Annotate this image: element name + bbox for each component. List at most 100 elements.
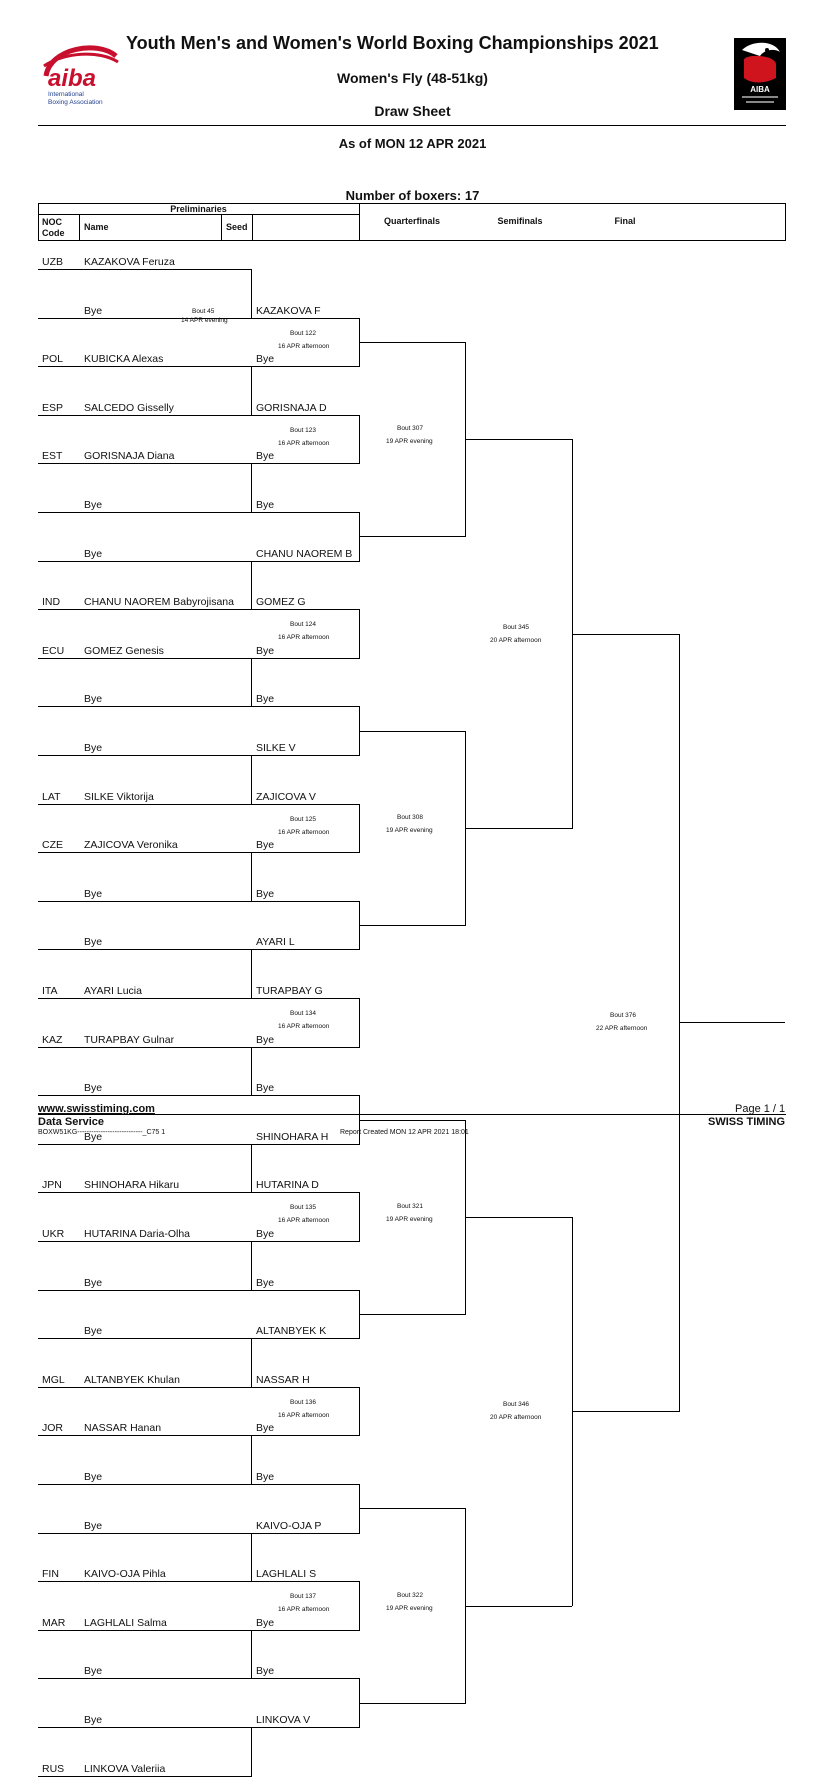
bracket-line: [251, 1241, 359, 1242]
sheet-title: Draw Sheet: [374, 103, 451, 119]
entry-name: SHINOHARA Hikaru: [84, 1179, 180, 1192]
footer-code: BOXW51KG----------------------------_C75…: [38, 1129, 166, 1136]
bracket-line: [251, 1095, 359, 1097]
number-of-boxers: Number of boxers: 17: [345, 188, 480, 203]
r2-top-name: Bye: [256, 1665, 275, 1678]
r2-bottom-name: Bye: [256, 1422, 275, 1435]
bracket-line: [359, 1581, 360, 1631]
bracket-line: [38, 560, 251, 562]
bracket-line: [359, 1119, 465, 1121]
r2-top-name: ZAJICOVA V: [256, 790, 316, 803]
r2-bout-time: 16 APR afternoon: [278, 1411, 330, 1419]
entry-name: Bye: [84, 1130, 103, 1143]
r2-top-name: NASSAR H: [256, 1373, 310, 1386]
r2-bottom-name: KAIVO-OJA P: [256, 1519, 322, 1532]
r2-bout-label: Bout 134: [290, 1010, 317, 1017]
entry-name: GOMEZ Genesis: [84, 644, 164, 657]
bracket-line: [38, 998, 251, 999]
noc-header-line2: Code: [42, 228, 65, 238]
name-header: Name: [84, 222, 109, 232]
footer-created: Report Created MON 12 APR 2021 18:01: [340, 1129, 469, 1136]
bracket-line: [38, 949, 251, 951]
bracket-line: [38, 706, 251, 708]
bracket-line: [465, 439, 572, 441]
bracket-line: [359, 536, 465, 538]
entry-name: KAZAKOVA Feruza: [84, 256, 175, 268]
eagle-logo: AIBA: [734, 38, 786, 110]
bracket-line: [465, 1216, 572, 1218]
final-header: Final: [614, 216, 636, 226]
entry-noc: ECU: [42, 644, 65, 657]
r2-bout-label: Bout 136: [290, 1398, 317, 1406]
entry-name: AYARI Lucia: [84, 985, 142, 997]
bracket-line: [38, 1386, 251, 1388]
r2-bout-label: Bout 123: [290, 426, 317, 434]
entry-noc: LAT: [42, 790, 61, 803]
bracket-line: [38, 317, 251, 319]
r2-bottom-name: AYARI L: [256, 936, 295, 949]
prelim-bout-time: 14 APR evening: [181, 317, 228, 324]
qf-bout-label: Bout 307: [397, 425, 424, 433]
bracket-line: [38, 1532, 251, 1534]
bracket-line: [251, 414, 359, 416]
bracket-line: [38, 755, 251, 756]
seed-header: Seed: [226, 222, 248, 232]
bracket-line: [38, 1629, 251, 1631]
entry-name: Bye: [84, 693, 103, 706]
entry-name: LINKOVA Valeriia: [84, 1762, 166, 1775]
bracket-line: [251, 1629, 359, 1631]
r2-bottom-name: Bye: [256, 353, 275, 366]
qf-bout-time: 19 APR evening: [386, 1604, 433, 1612]
r2-bottom-name: Bye: [256, 644, 275, 657]
bracket-line: [251, 657, 359, 659]
bracket-line: [359, 1313, 465, 1315]
entry-name: Bye: [84, 1471, 103, 1483]
bracket-line: [251, 560, 252, 611]
entry-name: KUBICKA Alexas: [84, 353, 164, 366]
r2-bottom-name: SHINOHARA H: [256, 1130, 329, 1143]
bracket-line: [38, 1678, 251, 1680]
bracket-line: [38, 852, 251, 854]
bracket-line: [251, 317, 359, 319]
header-rule: [38, 125, 786, 126]
entry-noc: EST: [42, 450, 63, 463]
entry-name: ZAJICOVA Veronika: [84, 839, 178, 852]
bracket-line: [38, 366, 251, 368]
bracket-line: [251, 1289, 359, 1291]
r2-bout-label: Bout 124: [290, 621, 317, 629]
bracket-line: [38, 1241, 251, 1242]
bracket-line: [251, 852, 359, 854]
bracket-line: [359, 414, 360, 465]
r2-bottom-name: SILKE V: [256, 742, 296, 754]
entry-noc: KAZ: [42, 1033, 63, 1046]
entry-name: TURAPBAY Gulnar: [84, 1033, 175, 1046]
entry-noc: RUS: [42, 1762, 65, 1775]
sf-bout-label: Bout 345: [503, 623, 530, 631]
entry-noc: MAR: [42, 1616, 66, 1629]
footer-website[interactable]: www.swisstiming.com: [38, 1103, 155, 1115]
bracket-line: [38, 1484, 251, 1485]
bracket-line: [359, 998, 360, 1048]
bracket-line: [572, 633, 679, 635]
r2-top-name: KAZAKOVA F: [256, 304, 321, 317]
entry-noc: IND: [42, 596, 61, 609]
bracket-line: [251, 1435, 252, 1485]
noc-header-line1: NOC: [42, 217, 62, 227]
entry-noc: UKR: [42, 1228, 65, 1240]
sf-bout-time: 20 APR afternoon: [490, 1414, 542, 1422]
footer-brand: SWISS TIMING: [708, 1116, 785, 1128]
bracket-line: [251, 1046, 359, 1048]
entry-name: HUTARINA Daria-Olha: [84, 1228, 190, 1240]
r2-top-name: Bye: [256, 1471, 275, 1483]
entry-name: SALCEDO Gisselly: [84, 401, 174, 414]
bracket-line: [251, 609, 359, 611]
bracket-line: [251, 1727, 359, 1728]
entry-name: Bye: [84, 1082, 103, 1095]
bracket-line: [251, 998, 359, 999]
bracket-line: [251, 1143, 252, 1194]
bracket-line: [38, 1338, 251, 1340]
entry-noc: ESP: [42, 401, 64, 414]
entry-name: Bye: [84, 1665, 103, 1678]
bracket-line: [38, 1046, 251, 1048]
bracket-line: [251, 366, 252, 416]
